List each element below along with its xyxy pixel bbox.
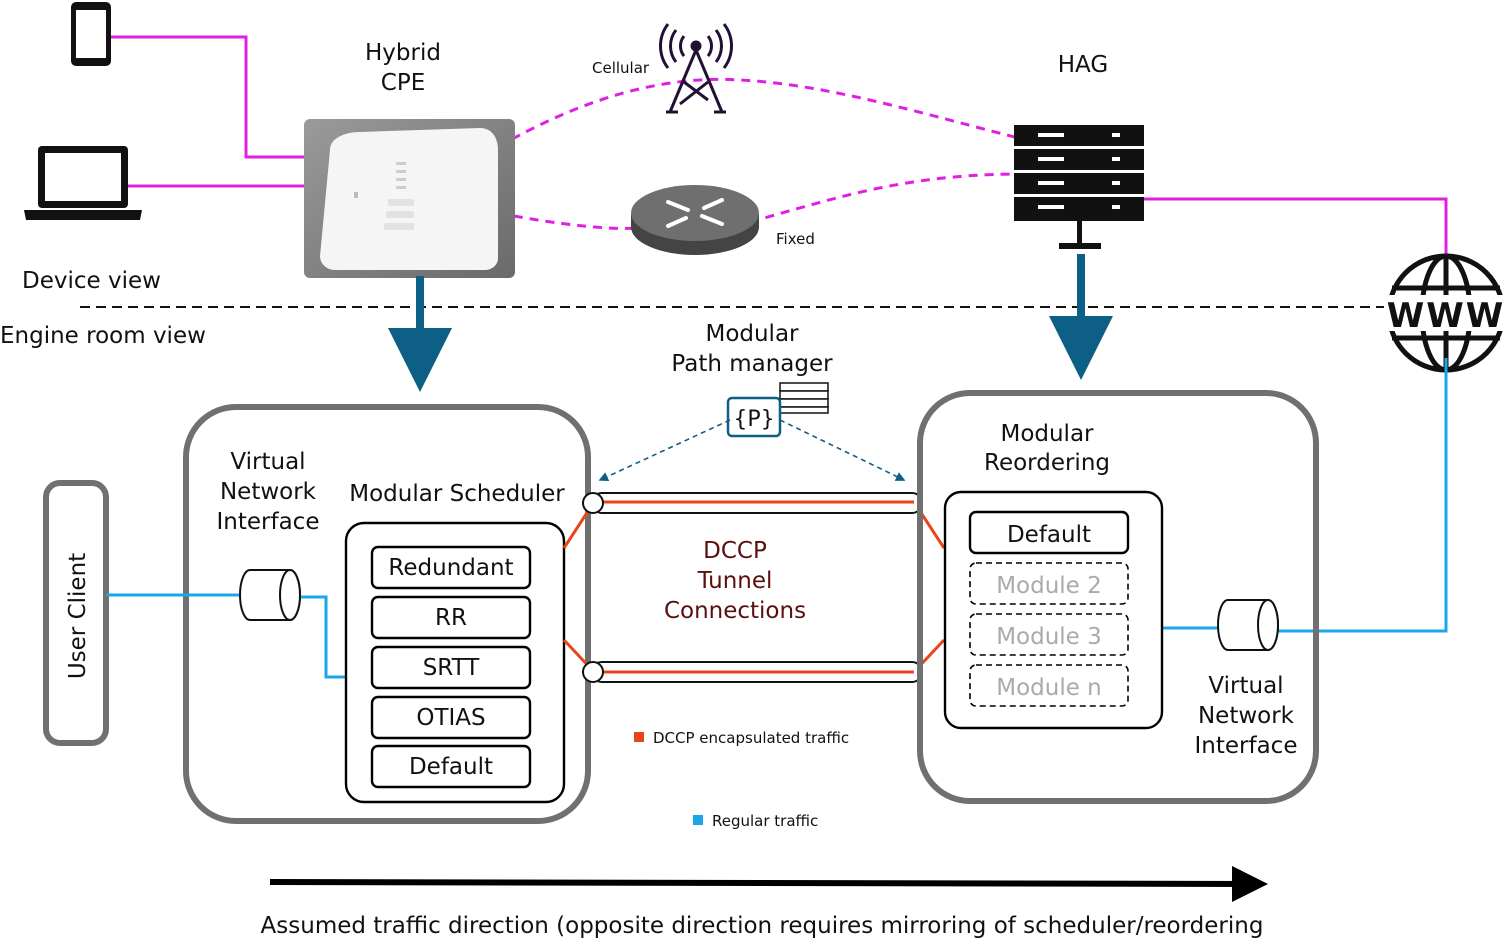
reordering-module-box [969,562,1129,605]
scheduler-module-label: Default [409,754,493,780]
scheduler-module-box [370,545,532,590]
legend-swatch [693,815,703,825]
vni-right-cylinder-icon [1217,599,1279,651]
scheduler-module-box [370,645,532,690]
scheduler-module-box [370,744,532,789]
vni-right-label-3: Interface [1195,733,1298,759]
reordering-module-box [968,510,1130,555]
device-links [108,35,1448,280]
vni-left-label-1: Virtual [230,449,305,475]
server-rack-icon [1014,125,1144,249]
reordering-module-label: Module 3 [996,624,1102,650]
reordering-panel [917,390,1319,804]
traffic-direction-label: Assumed traffic direction (opposite dire… [261,913,1264,939]
scheduler-module-box [370,595,532,640]
tunnel-label-3: Connections [664,598,806,624]
hybrid-cpe-label-2: CPE [381,70,425,96]
scheduler-module-box [370,695,532,740]
fixed-label: Fixed [776,230,815,248]
hybrid-cpe-label-1: Hybrid [365,40,441,66]
path-manager-icon-text: {P} [733,407,774,432]
path-manager-icon: {P} [726,382,829,438]
tunnel-label-1: DCCP [703,538,767,564]
user-client-box [43,480,109,746]
reordering-module-label: Module n [996,675,1102,701]
reordering-module-label: Default [1007,522,1091,548]
router-device-icon [304,119,515,278]
device-view-label: Device view [22,268,161,294]
dccp-tunnel [562,492,946,683]
path-manager-link-right [779,419,906,481]
modular-scheduler-label: Modular Scheduler [349,481,565,507]
legend-label: DCCP encapsulated traffic [653,729,849,747]
hag-label: HAG [1058,52,1108,78]
reordering-module-box [969,664,1129,707]
www-globe-icon: WWW [1384,253,1507,373]
scheduler-panel [183,404,591,824]
traffic-direction-arrow [269,865,1268,902]
reordering-label-1: Modular [1000,421,1094,447]
smartphone-icon [71,2,111,66]
legend-swatch [634,732,644,742]
network-router-icon [631,185,759,255]
reordering-module-box [969,613,1129,656]
path-manager-link-left [598,419,731,482]
vni-right-label-1: Virtual [1208,673,1283,699]
reordering-module-label: Module 2 [996,573,1102,599]
vni-left-label-2: Network [220,479,317,505]
tunnel-label-2: Tunnel [697,568,773,594]
cell-tower-icon [658,23,734,114]
reordering-label-2: Reordering [984,450,1110,476]
legend-label: Regular traffic [712,812,818,830]
svg-text:WWW: WWW [1387,296,1506,336]
engine-room-view-label: Engine room view [0,323,206,349]
vni-right-label-2: Network [1198,703,1295,729]
vni-left-label-3: Interface [217,509,320,535]
scheduler-module-label: SRTT [423,655,481,681]
regular-traffic-links [106,358,1448,679]
scheduler-module-label: OTIAS [416,705,485,731]
path-manager-label-2: Path manager [671,351,833,377]
user-client-label: User Client [65,553,91,679]
laptop-icon [24,146,142,220]
cellular-label: Cellular [592,59,650,77]
scheduler-module-label: RR [435,605,467,631]
path-manager-label-1: Modular [705,321,799,347]
scheduler-module-label: Redundant [388,555,513,581]
vni-left-cylinder-icon [239,569,301,621]
